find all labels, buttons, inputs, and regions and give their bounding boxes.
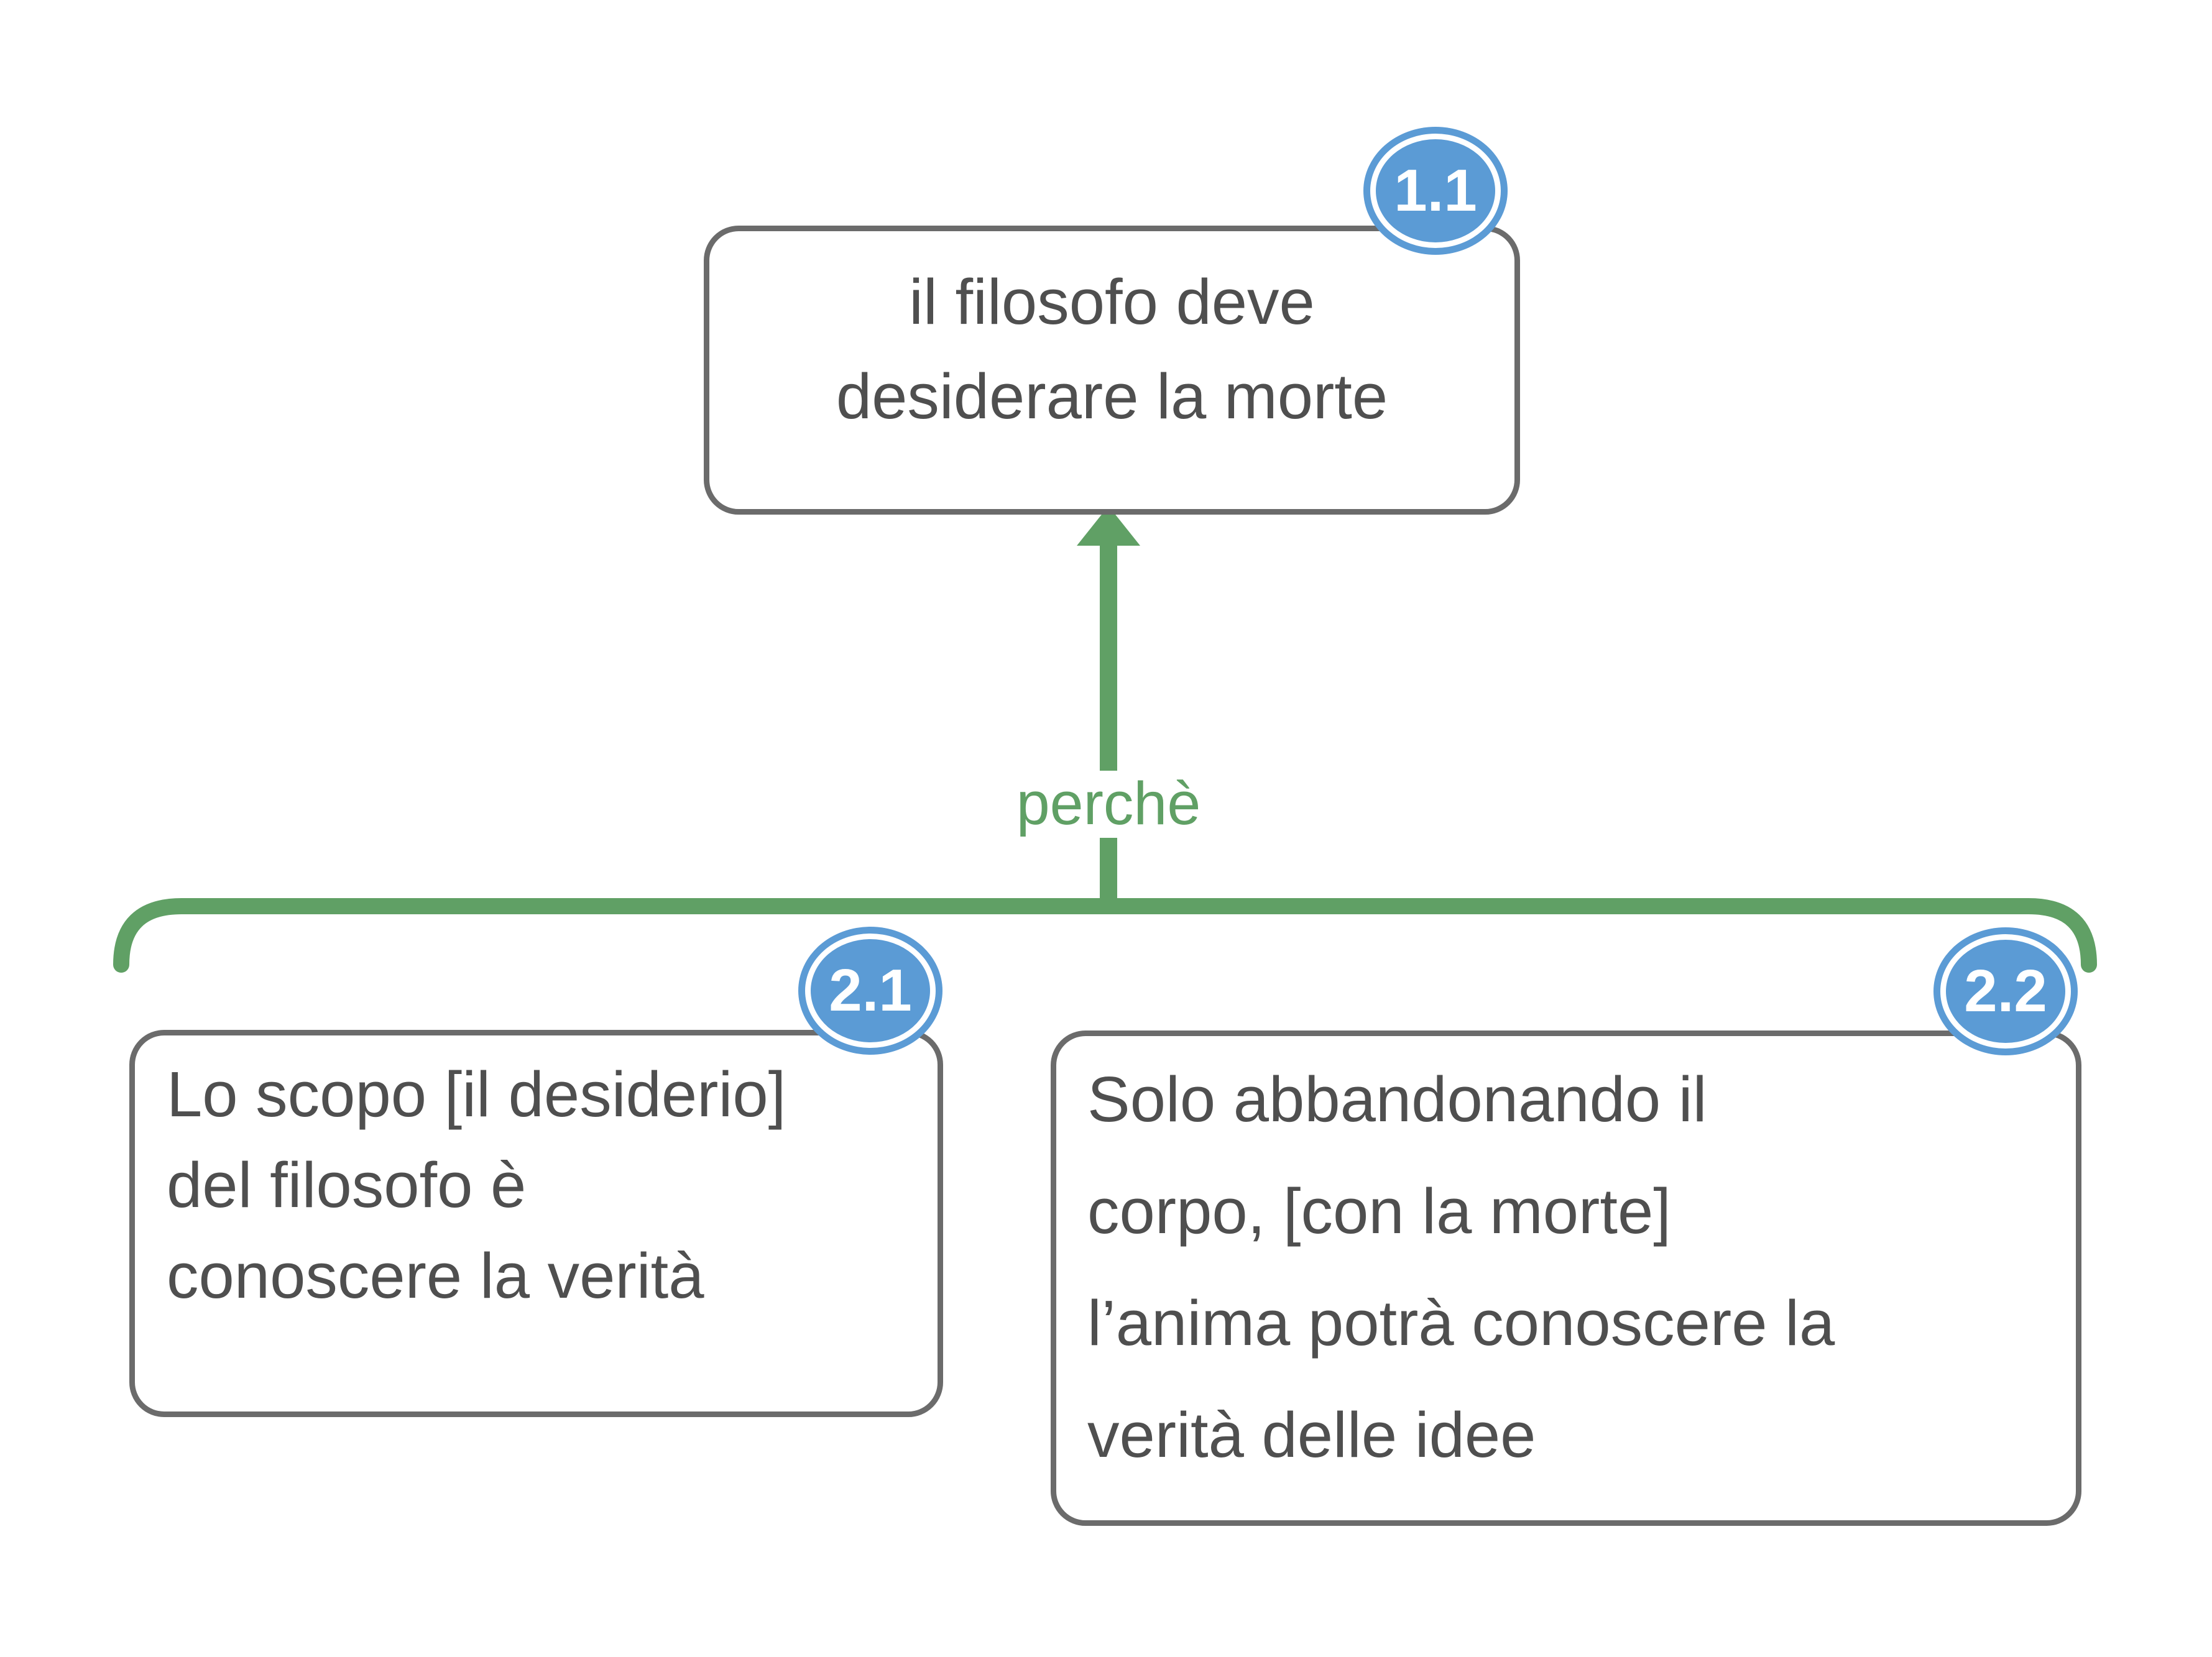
arrow-head-icon xyxy=(1077,506,1140,546)
badge-number: 1.1 xyxy=(1394,157,1477,224)
node-root-text-line: desiderare la morte xyxy=(836,360,1388,432)
badge-number: 2.1 xyxy=(829,957,912,1024)
badge-2-2: 2.2 xyxy=(1933,927,2078,1055)
node-root-claim: il filosofo deve desiderare la morte xyxy=(704,226,1520,515)
node-left-text-line: conoscere la verità xyxy=(167,1240,704,1311)
node-reason-left: Lo scopo [il desiderio] del filosofo è c… xyxy=(129,1030,943,1417)
badge-ring xyxy=(1370,134,1501,248)
edge-label-perche: perchè xyxy=(1016,769,1201,837)
node-left-text-line: del filosofo è xyxy=(167,1149,527,1221)
badge-number: 2.2 xyxy=(1964,958,2047,1024)
node-left-text-line: Lo scopo [il desiderio] xyxy=(167,1058,786,1130)
node-root-text-line: il filosofo deve xyxy=(909,266,1315,337)
badge-ring xyxy=(1940,934,2071,1049)
node-right-text-line: verità delle idee xyxy=(1087,1399,1536,1471)
bracket-line xyxy=(113,898,2097,973)
badge-2-1: 2.1 xyxy=(798,927,942,1055)
badge-1-1: 1.1 xyxy=(1363,127,1508,255)
node-right-text-line: l’anima potrà conoscere la xyxy=(1087,1287,1835,1359)
node-right-text-line: corpo, [con la morte] xyxy=(1087,1175,1671,1247)
badge-ring xyxy=(805,934,936,1048)
node-right-text-line: Solo abbandonando il xyxy=(1087,1063,1707,1135)
node-reason-right: Solo abbandonando il corpo, [con la mort… xyxy=(1051,1030,2081,1526)
